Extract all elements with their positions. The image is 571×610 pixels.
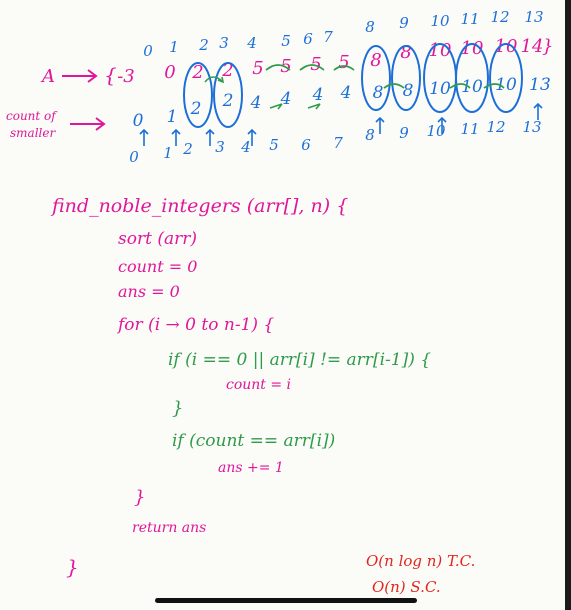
top-index: 6 [303, 30, 313, 48]
code-for-loop: for (i → 0 to n-1) { [116, 315, 274, 335]
code-close-fn: } [66, 555, 79, 579]
count-smaller-value: 4 [280, 89, 292, 109]
code-return: return ans [132, 520, 206, 536]
bottom-index: 2 [182, 140, 193, 158]
top-index: 4 [246, 34, 257, 52]
top-index: 11 [460, 10, 479, 28]
bottom-index: 3 [215, 138, 225, 156]
bottom-index: 6 [301, 136, 311, 154]
bottom-index: 10 [426, 122, 446, 140]
green-curve-arrows [204, 64, 505, 110]
time-complexity: O(n log n) T.C. [366, 552, 475, 570]
count-smaller-value: 13 [529, 75, 551, 95]
array-value: 2 [191, 62, 203, 83]
count-smaller-value: 0 [133, 111, 144, 131]
array-value: 5 [310, 54, 321, 75]
top-index: 7 [323, 28, 333, 46]
code-count-assign: count = i [226, 377, 291, 393]
loop-icon [391, 45, 421, 111]
top-index: 5 [281, 32, 291, 50]
array-open-brace: { [104, 63, 117, 87]
count-arrow-icon [70, 117, 106, 131]
top-index: 13 [524, 8, 543, 26]
array-value: 8 [400, 42, 411, 63]
top-index: 0 [143, 42, 153, 60]
loop-icon [213, 62, 243, 128]
code-ans-inc: ans += 1 [218, 460, 284, 476]
array-label: A [40, 66, 55, 87]
code-ans-init: ans = 0 [118, 282, 180, 301]
count-smaller-value: 1 [167, 107, 178, 127]
duplicate-group-loops [183, 43, 523, 128]
count-smaller-value: 4 [250, 93, 262, 113]
loop-icon [361, 45, 391, 111]
array-value: -3 [117, 66, 135, 87]
count-smaller-value: 2 [190, 99, 202, 119]
count-label-line2: smaller [10, 126, 56, 140]
count-smaller-value: 2 [222, 91, 234, 111]
code-count-init: count = 0 [118, 257, 197, 276]
count-smaller-value: 4 [340, 83, 352, 103]
array-arrow-icon [62, 69, 98, 83]
top-index: 9 [399, 14, 409, 32]
code-signature: find_noble_integers (arr[], n) { [50, 195, 348, 217]
bottom-index: 7 [333, 134, 343, 152]
bottom-index: 12 [486, 118, 505, 136]
count-smaller-value: 8 [403, 81, 414, 101]
array-value: 8 [370, 50, 381, 71]
code-close-for: } [134, 487, 145, 508]
array-value: 5 [252, 58, 263, 79]
top-index: 1 [169, 38, 179, 56]
loop-icon [183, 62, 213, 128]
top-index: 8 [365, 18, 375, 36]
count-label-line1: count of [6, 109, 58, 123]
array-close-brace: } [542, 36, 553, 57]
bottom-index: 1 [163, 144, 173, 162]
array-value: 0 [164, 62, 175, 83]
count-smaller-value: 8 [373, 83, 384, 103]
array-value: 5 [338, 52, 349, 73]
array-value: 2 [221, 60, 233, 81]
code-close-inner-if: } [172, 398, 183, 419]
array-value: 10 [461, 38, 484, 59]
home-indicator-bar[interactable] [155, 598, 417, 603]
space-complexity: O(n) S.C. [372, 578, 441, 596]
code-if-count: if (count == arr[i]) [172, 431, 335, 451]
top-index: 12 [490, 8, 509, 26]
code-sort: sort (arr) [118, 229, 197, 249]
top-index: 3 [219, 34, 229, 52]
bottom-index: 4 [240, 138, 251, 156]
top-index: 10 [430, 12, 450, 30]
bottom-index: 9 [399, 124, 409, 142]
up-arrow-icons [139, 102, 543, 146]
bottom-index: 8 [365, 126, 375, 144]
bottom-index: 0 [129, 148, 139, 166]
top-index: 2 [198, 36, 209, 54]
loop-icon [489, 43, 523, 113]
bottom-index: 11 [460, 120, 479, 138]
count-smaller-value: 10 [461, 77, 483, 97]
count-smaller-value: 4 [312, 85, 324, 105]
bottom-index: 5 [269, 136, 279, 154]
loop-icon [455, 43, 489, 113]
array-value: 10 [495, 36, 518, 57]
count-smaller-value: 10 [429, 79, 451, 99]
code-if-cond: if (i == 0 || arr[i] != arr[i-1]) { [168, 350, 431, 370]
pseudo-code: find_noble_integers (arr[], n) { sort (a… [50, 195, 431, 579]
bottom-index: 13 [522, 118, 541, 136]
count-smaller-value: 10 [495, 75, 517, 95]
array-value: 14 [521, 36, 544, 57]
